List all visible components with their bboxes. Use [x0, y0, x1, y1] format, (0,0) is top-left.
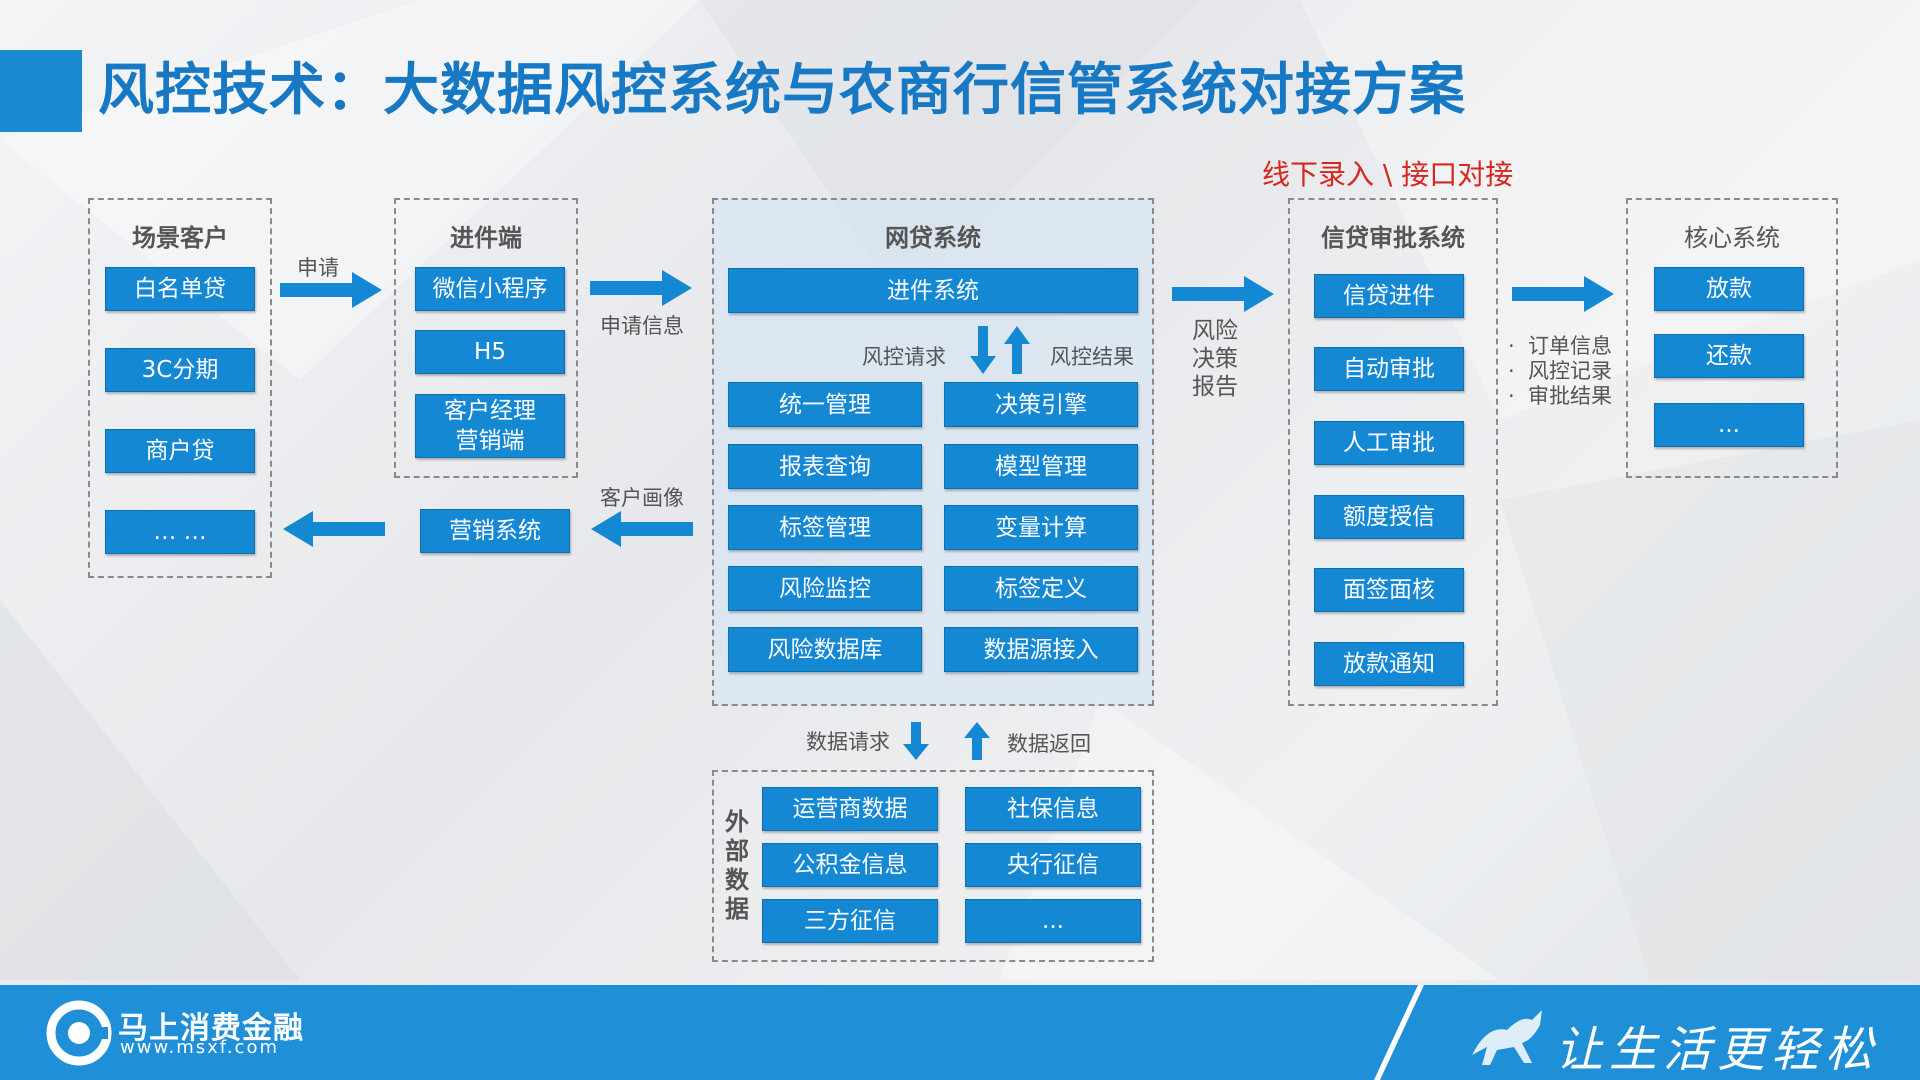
credit-approval-group: 信贷审批系统: [1288, 198, 1498, 706]
data-return-label: 数据返回: [1007, 732, 1091, 756]
apply-info-arrow: [590, 270, 692, 306]
bullet-text: 风控记录: [1528, 359, 1613, 383]
bullet-item: · 订单信息: [1508, 334, 1613, 358]
housing-fund-button[interactable]: 公积金信息: [762, 843, 938, 887]
button-line: 营销端: [455, 428, 525, 454]
datasource-access-button[interactable]: 数据源接入: [944, 627, 1138, 672]
risk-monitoring-button[interactable]: 风险监控: [728, 566, 922, 611]
bullet-list: · 订单信息 · 风控记录 · 审批结果: [1508, 334, 1612, 409]
to-core-arrow: [1512, 276, 1614, 312]
unified-management-button[interactable]: 统一管理: [728, 382, 922, 427]
marketing-system-button[interactable]: 营销系统: [420, 509, 570, 553]
tag-definition-button[interactable]: 标签定义: [944, 566, 1138, 611]
label-line: 风险: [1192, 318, 1238, 344]
apply-info-label: 申请信息: [600, 314, 684, 338]
bullet-item: · 风控记录: [1508, 359, 1613, 383]
data-request-label: 数据请求: [806, 730, 890, 754]
risk-result-label: 风控结果: [1050, 345, 1134, 369]
wechat-mini-program-button[interactable]: 微信小程序: [415, 267, 565, 311]
bullet-text: 审批结果: [1528, 384, 1613, 408]
auto-approval-button[interactable]: 自动审批: [1314, 347, 1464, 391]
central-bank-credit-button[interactable]: 央行征信: [965, 843, 1141, 887]
group-title: 网贷系统: [885, 224, 981, 252]
group-title: 场景客户: [132, 224, 228, 252]
brand-name: 马上消费金融: [118, 1011, 304, 1046]
offline-entry-note: 线下录入 \ 接口对接: [1262, 158, 1514, 191]
carrier-data-button[interactable]: 运营商数据: [762, 787, 938, 831]
account-manager-marketing-button[interactable]: 客户经理 营销端: [415, 394, 565, 458]
customer-profile-arrow: [591, 511, 693, 547]
title-accent-square: [0, 50, 82, 132]
loan-notice-button[interactable]: 放款通知: [1314, 642, 1464, 686]
group-title: 核心系统: [1684, 224, 1780, 252]
credit-limit-button[interactable]: 额度授信: [1314, 495, 1464, 539]
risk-request-result-arrows: [970, 326, 1030, 374]
group-title: 信贷审批系统: [1321, 224, 1465, 252]
social-security-button[interactable]: 社保信息: [965, 787, 1141, 831]
merchant-loan-button[interactable]: 商户贷: [105, 429, 255, 473]
whitelist-loan-button[interactable]: 白名单贷: [105, 267, 255, 311]
footer-slogan: 让生活更轻松: [1555, 1022, 1880, 1078]
label-line: 报告: [1192, 374, 1238, 400]
risk-database-button[interactable]: 风险数据库: [728, 627, 922, 672]
apply-label: 申请: [297, 256, 339, 280]
core-system-group: 核心系统: [1626, 198, 1838, 478]
h5-button[interactable]: H5: [415, 330, 565, 374]
risk-request-label: 风控请求: [862, 345, 946, 369]
external-data-title: 外部数据: [725, 808, 749, 923]
3c-installment-button[interactable]: 3C分期: [105, 348, 255, 392]
risk-report-arrow: [1172, 276, 1274, 312]
risk-decision-report-label: 风险 决策 报告: [1192, 317, 1238, 401]
brand-logo-icon: [46, 1000, 112, 1066]
repayment-button[interactable]: 还款: [1654, 334, 1804, 378]
more-core-button[interactable]: ...: [1654, 403, 1804, 447]
variable-calculation-button[interactable]: 变量计算: [944, 505, 1138, 550]
manual-approval-button[interactable]: 人工审批: [1314, 421, 1464, 465]
brand-url: www.msxf.com: [120, 1037, 279, 1058]
intake-group: 进件端: [394, 198, 578, 478]
button-line: 客户经理: [444, 398, 536, 424]
customer-profile-label: 客户画像: [600, 486, 684, 510]
third-party-credit-button[interactable]: 三方征信: [762, 899, 938, 943]
footer-bar: [0, 985, 1920, 1080]
more-scenes-button[interactable]: … …: [105, 510, 255, 554]
back-to-scene-arrow: [283, 511, 385, 547]
more-external-button[interactable]: ...: [965, 899, 1141, 943]
tag-management-button[interactable]: 标签管理: [728, 505, 922, 550]
scene-customers-group: 场景客户: [88, 198, 272, 578]
intake-system-button[interactable]: 进件系统: [728, 268, 1138, 313]
page-title: 风控技术：大数据风控系统与农商行信管系统对接方案: [98, 58, 1466, 123]
credit-intake-button[interactable]: 信贷进件: [1314, 274, 1464, 318]
footer-divider: [1374, 985, 1424, 1080]
group-title: 进件端: [450, 224, 522, 252]
data-request-return-arrows: [903, 722, 990, 760]
bullet-item: · 审批结果: [1508, 384, 1613, 408]
face-sign-review-button[interactable]: 面签面核: [1314, 568, 1464, 612]
model-management-button[interactable]: 模型管理: [944, 444, 1138, 489]
external-data-group: [712, 770, 1154, 962]
label-line: 决策: [1192, 346, 1238, 372]
apply-arrow: [280, 272, 382, 308]
decision-engine-button[interactable]: 决策引擎: [944, 382, 1138, 427]
bullet-text: 订单信息: [1528, 334, 1613, 358]
disbursement-button[interactable]: 放款: [1654, 267, 1804, 311]
horse-rider-icon: [1472, 1010, 1542, 1065]
report-query-button[interactable]: 报表查询: [728, 444, 922, 489]
